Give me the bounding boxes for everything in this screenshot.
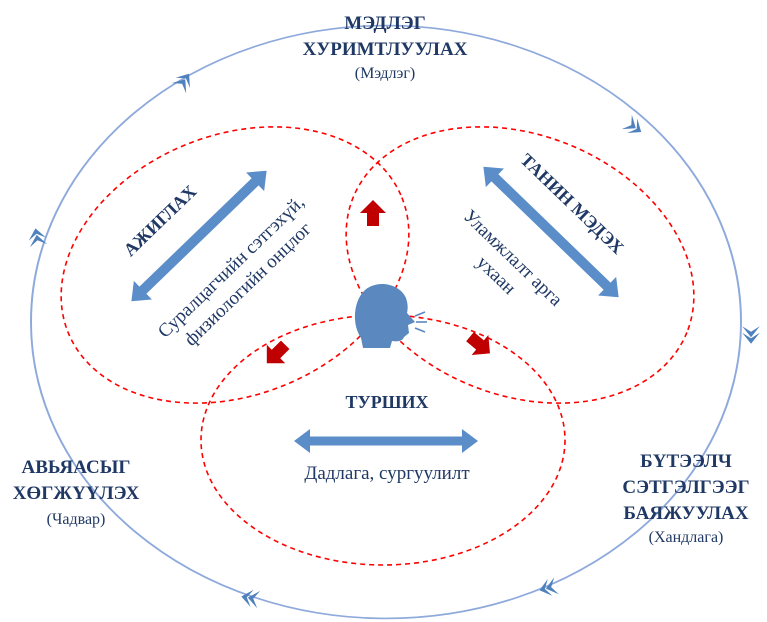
chevron-arrow-icon xyxy=(742,326,760,344)
cycle-right-line-1: БҮТЭЭЛЧ xyxy=(640,451,732,472)
observe-ellipse xyxy=(60,126,410,404)
cycle-right-line-3: БАЯЖУУЛАХ xyxy=(623,503,749,524)
speaking-head-icon xyxy=(354,284,427,348)
chevron-arrow-icon xyxy=(171,68,197,94)
cycle-top-line-1: МЭДЛЭГ xyxy=(344,13,425,34)
red-block-arrow-icon xyxy=(266,340,290,364)
cognize-desc-line-1: Уламжлалт арга xyxy=(459,206,567,311)
double-headed-arrow-icon xyxy=(483,166,619,298)
cycle-left-line-2: ХӨГЖҮҮЛЭХ xyxy=(13,483,140,504)
red-block-arrow-icon xyxy=(360,200,386,226)
double-headed-arrow-icon xyxy=(131,170,267,302)
cycle-right-line-2: СЭТГЭЛГЭЭГ xyxy=(622,477,749,498)
double-headed-arrow-icon xyxy=(294,429,478,453)
cycle-left-line-1: АВЬЯАСЫГ xyxy=(22,457,131,478)
cycle-right-sub: (Хандлага) xyxy=(649,529,724,546)
try-title: ТУРШИХ xyxy=(346,392,429,412)
cycle-left-sub: (Чадвар) xyxy=(47,511,106,528)
red-block-arrow-icon xyxy=(466,332,490,355)
cognize-title: ТАНИН МЭДЭХ xyxy=(517,149,628,257)
cycle-label-skill: АВЬЯАСЫГ ХӨГЖҮҮЛЭХ (Чадвар) xyxy=(13,457,140,528)
try-desc: Дадлага, сургуулилт xyxy=(304,463,470,484)
cycle-label-knowledge: МЭДЛЭГ ХУРИМТЛУУЛАХ (Мэдлэг) xyxy=(303,13,468,82)
outer-cycle-ring xyxy=(30,24,742,620)
cognize-ellipse xyxy=(345,126,695,404)
cycle-top-sub: (Мэдлэг) xyxy=(355,65,415,82)
cycle-top-line-2: ХУРИМТЛУУЛАХ xyxy=(303,39,468,60)
chevron-arrow-icon xyxy=(621,114,647,140)
cycle-label-attitude: БҮТЭЭЛЧ СЭТГЭЛГЭЭГ БАЯЖУУЛАХ (Хандлага) xyxy=(622,451,749,546)
